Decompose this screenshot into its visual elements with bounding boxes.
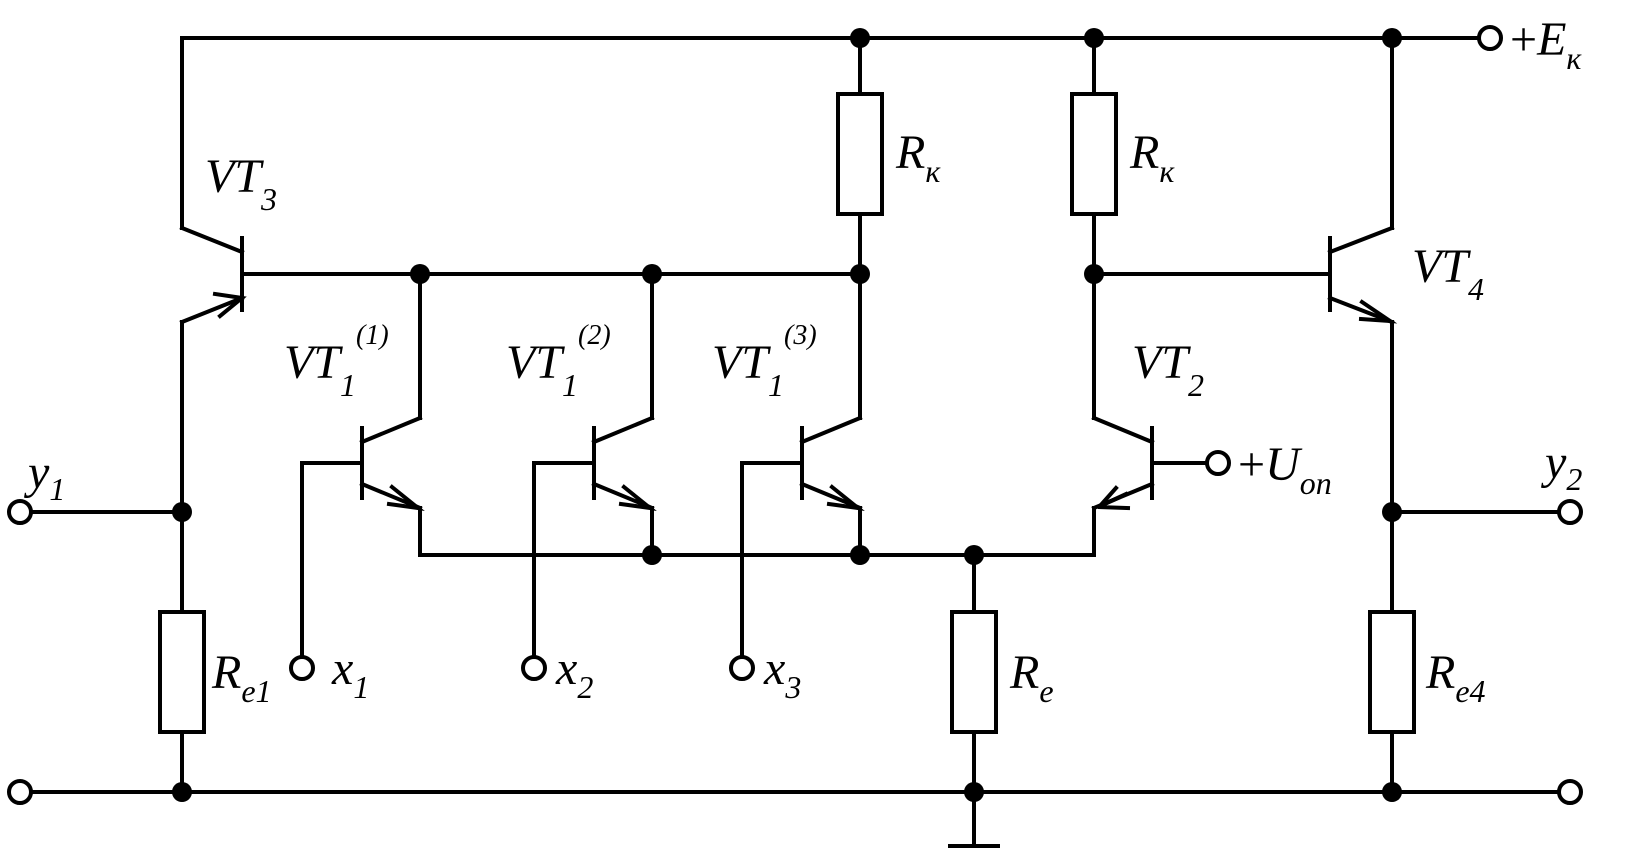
label-vt1-1: VT1(1) [284, 320, 389, 403]
junction [642, 264, 662, 284]
transistor-vt3 [179, 225, 247, 325]
label-supply: +Eк [1510, 13, 1582, 76]
terminal-x1 [289, 655, 315, 681]
junction [964, 782, 984, 802]
junction [1084, 28, 1104, 48]
resistor-rk-right [1070, 92, 1118, 216]
resistor-rk-left [836, 92, 884, 216]
label-vt3: VT3 [205, 150, 277, 217]
junction [642, 545, 662, 565]
label-vt4: VT4 [1412, 240, 1484, 307]
junction [410, 264, 430, 284]
transistor-vt4 [1327, 36, 1398, 325]
junction [964, 545, 984, 565]
junction [1382, 782, 1402, 802]
terminal-uon [1205, 450, 1231, 476]
resistor-re [950, 610, 998, 734]
terminal-y1 [7, 499, 33, 525]
terminal-x2 [521, 655, 547, 681]
terminal-y2 [1557, 499, 1583, 525]
terminal-ground-left [7, 779, 33, 805]
resistor-re1 [158, 610, 206, 734]
label-rk-right: Rк [1129, 126, 1175, 189]
label-vt2: VT2 [1132, 336, 1204, 403]
label-vt1-3: VT1(3) [712, 320, 817, 403]
wire-vt2-collector [1092, 36, 1332, 420]
label-re4: Re4 [1425, 646, 1486, 709]
label-reference-voltage: +Uon [1238, 438, 1332, 501]
junction-nodes [172, 28, 1402, 802]
label-input-x3: x3 [763, 642, 801, 705]
label-re1: Re1 [211, 646, 272, 709]
label-input-x2: x2 [555, 642, 593, 705]
wire-collector-bus [240, 36, 862, 276]
junction [172, 502, 192, 522]
label-output-y1: y1 [23, 446, 65, 507]
transistor-vt2 [1091, 415, 1208, 557]
junction [1084, 264, 1104, 284]
wire-vt4-emitter [1390, 320, 1560, 794]
junction [850, 545, 870, 565]
label-re: Re [1009, 646, 1054, 709]
label-input-x1: x1 [331, 642, 369, 705]
junction [850, 264, 870, 284]
terminal-x3 [729, 655, 755, 681]
junction [172, 782, 192, 802]
label-vt1-2: VT1(2) [506, 320, 611, 403]
resistor-re4 [1368, 610, 1416, 734]
label-rk-left: Rк [895, 126, 941, 189]
supply-rail [180, 36, 1480, 230]
transistor-vt1-3 [740, 272, 865, 664]
junction [850, 28, 870, 48]
junction [1382, 28, 1402, 48]
terminal-ground-right [1557, 779, 1583, 805]
junction [1382, 502, 1402, 522]
terminal-supply [1477, 25, 1503, 51]
label-output-y2: y2 [1540, 436, 1582, 497]
transistor-vt1-1 [300, 272, 425, 664]
